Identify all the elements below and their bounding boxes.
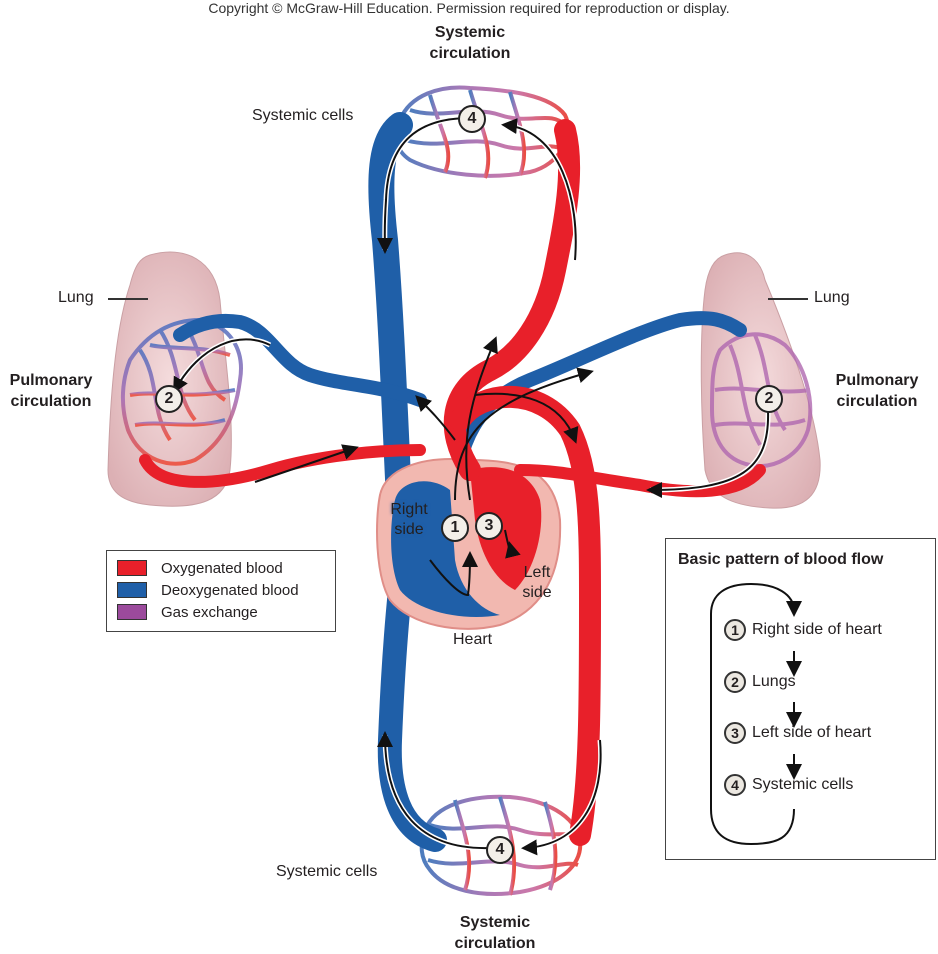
systemic-circulation-top-title: Systemic circulation: [405, 22, 535, 64]
pulmonary-circulation-left-title: Pulmonary circulation: [0, 370, 102, 412]
step-marker-systemic-bottom: 4: [486, 836, 514, 864]
arrow-to-right-lung: [454, 367, 594, 501]
title-line: Pulmonary: [835, 372, 919, 389]
right-lung: [700, 252, 821, 509]
pulmonary-circulation-right-title: Pulmonary circulation: [826, 370, 928, 412]
step-label: Right side of heart: [752, 621, 882, 638]
arrow-systemic-bottom-in: [521, 739, 602, 856]
title-line: Systemic: [459, 914, 531, 931]
right-side-label: Right side: [384, 500, 434, 540]
arrow-right-side: [429, 551, 478, 597]
copyright-notice: Copyright © McGraw-Hill Education. Permi…: [208, 0, 730, 16]
left-ventricle: [470, 467, 542, 590]
left-lung: [107, 251, 232, 507]
arrow-systemic-top-out: [376, 117, 471, 254]
flow-step-4: 4 Systemic cells: [724, 774, 853, 796]
systemic-cells-bottom-label: Systemic cells: [276, 863, 378, 880]
label-line: Left: [523, 564, 551, 581]
color-legend: Oxygenated blood Deoxygenated blood Gas …: [106, 550, 336, 632]
systemic-cells-top-label: Systemic cells: [252, 107, 354, 124]
flow-step-3: 3 Left side of heart: [724, 722, 871, 744]
label-line: side: [394, 521, 424, 538]
title-line: circulation: [454, 935, 536, 952]
step-marker-systemic-top: 4: [458, 105, 486, 133]
legend-swatch-deoxygenated: [117, 582, 147, 598]
loop-arrow: [710, 582, 802, 846]
flow-step-2: 2 Lungs: [724, 671, 796, 693]
legend-item-deoxygenated: Deoxygenated blood: [117, 579, 335, 601]
step-marker-right-heart: 1: [441, 514, 469, 542]
flow-arrows: [172, 115, 771, 856]
legend-item-oxygenated: Oxygenated blood: [117, 557, 335, 579]
left-side-label: Left side: [516, 563, 558, 603]
step-number-circle: 3: [724, 722, 746, 744]
step-number-circle: 1: [724, 619, 746, 641]
right-lung-capillaries: [709, 332, 813, 468]
arrow-left-side: [504, 529, 521, 559]
title-line: circulation: [836, 393, 918, 410]
arrow-to-left-lung: [415, 395, 456, 441]
legend-swatch-gas-exchange: [117, 604, 147, 620]
flow-box-title: Basic pattern of blood flow: [678, 551, 884, 568]
title-line: circulation: [429, 45, 511, 62]
label-line: side: [522, 584, 552, 601]
legend-swatch-oxygenated: [117, 560, 147, 576]
arrow-aorta-up: [465, 336, 498, 501]
arrow-systemic-bottom-out: [377, 731, 491, 850]
step-number-circle: 2: [724, 671, 746, 693]
legend-label: Gas exchange: [161, 603, 258, 621]
title-line: circulation: [10, 393, 92, 410]
arrow-systemic-top-in: [501, 118, 577, 261]
arrow-left-lung-out: [254, 444, 359, 483]
systemic-top-capillaries: [394, 85, 571, 179]
lung-left-leader-line: [108, 298, 148, 300]
lung-right-label: Lung: [814, 289, 850, 306]
arrow-left-lung-in: [173, 338, 271, 394]
legend-label: Deoxygenated blood: [161, 581, 299, 599]
legend-label: Oxygenated blood: [161, 559, 283, 577]
flow-step-1: 1 Right side of heart: [724, 619, 882, 641]
lung-right-leader-line: [768, 298, 808, 300]
blood-flow-pattern-box: Basic pattern of blood flow 1 Right side…: [665, 538, 936, 860]
label-line: Right: [390, 501, 428, 518]
lung-left-label: Lung: [58, 289, 94, 306]
step-label: Lungs: [752, 673, 796, 690]
systemic-circulation-bottom-title: Systemic circulation: [430, 912, 560, 954]
step-label: Left side of heart: [752, 724, 872, 741]
right-ventricle: [391, 481, 500, 618]
flow-loop-arrows: [710, 582, 802, 846]
step-label: Systemic cells: [752, 776, 854, 793]
step-marker-lung-left: 2: [155, 385, 183, 413]
legend-item-gas-exchange: Gas exchange: [117, 601, 335, 623]
arrow-right-lung-out: [646, 409, 770, 498]
title-line: Pulmonary: [9, 372, 93, 389]
arrow-aorta-down: [474, 392, 579, 444]
heart-label: Heart: [453, 631, 493, 648]
title-line: Systemic: [434, 24, 506, 41]
step-marker-left-heart: 3: [475, 512, 503, 540]
step-number-circle: 4: [724, 774, 746, 796]
step-marker-lung-right: 2: [755, 385, 783, 413]
